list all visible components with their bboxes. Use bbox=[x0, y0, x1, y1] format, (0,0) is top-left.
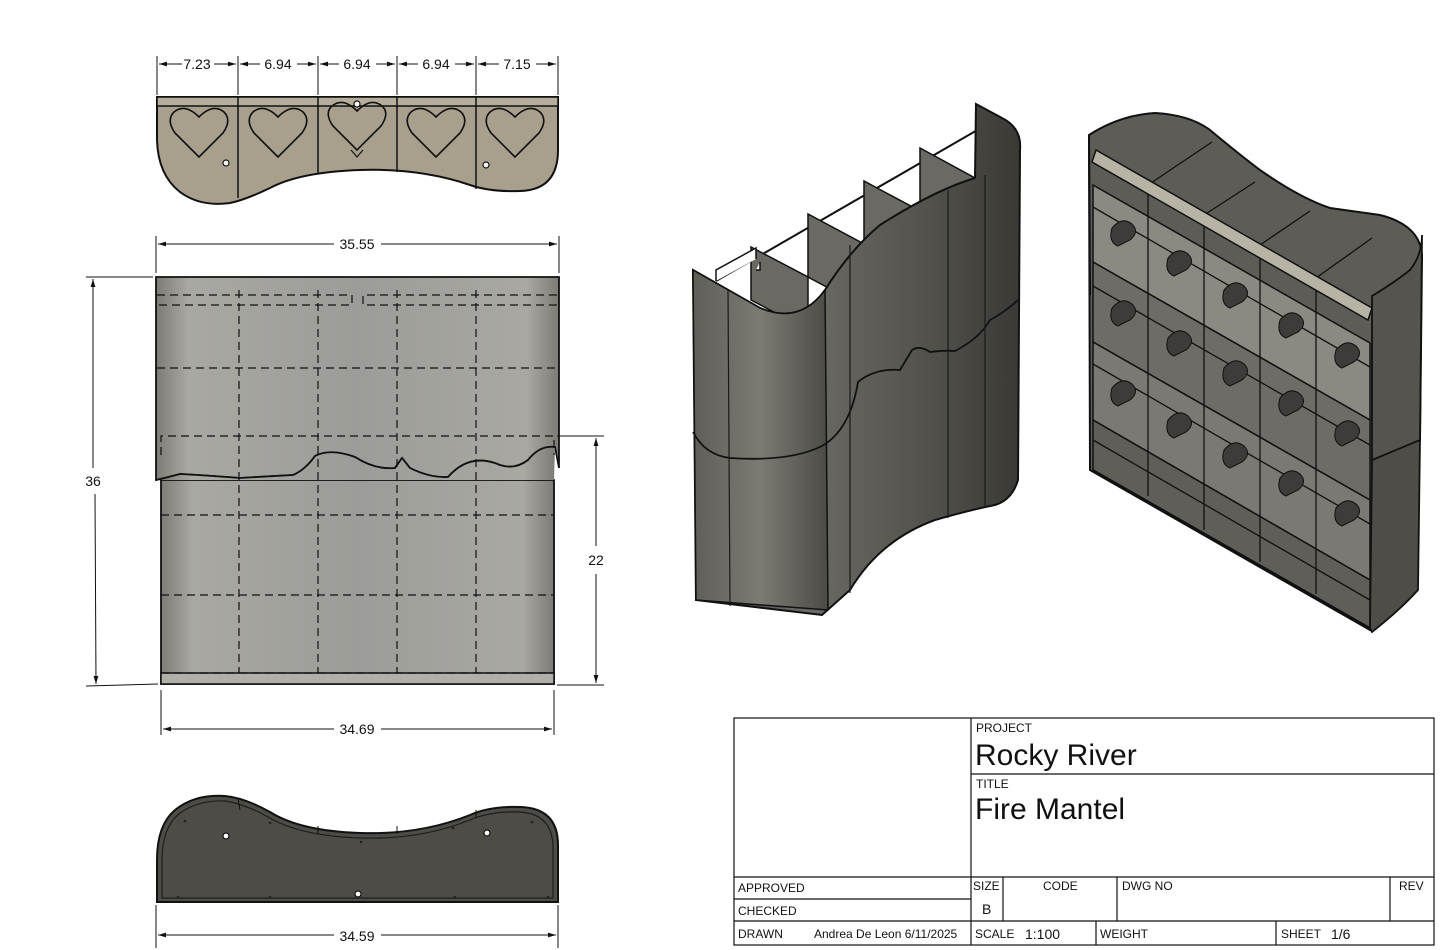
heart-icon bbox=[1222, 360, 1248, 387]
dwg-no-label: DWG NO bbox=[1122, 879, 1173, 893]
title-block bbox=[733, 717, 1435, 946]
bottom-view-body bbox=[156, 794, 559, 903]
heart-icon bbox=[248, 107, 308, 159]
top-view: 7.23 6.94 6.94 6.94 7.15 bbox=[156, 56, 559, 205]
front-upper-panel bbox=[155, 276, 560, 482]
heart-icon bbox=[1334, 420, 1360, 447]
dim-label: 35.55 bbox=[339, 236, 374, 252]
drawn-by: Andrea De Leon 6/11/2025 bbox=[814, 927, 958, 941]
drawing-title: Fire Mantel bbox=[975, 793, 1125, 826]
dim-label: 6.94 bbox=[343, 56, 370, 72]
dim-label: 7.15 bbox=[503, 56, 530, 72]
heart-icon bbox=[1334, 342, 1360, 369]
heart-icon bbox=[485, 107, 545, 159]
heart-icon bbox=[1278, 312, 1304, 339]
front-view: 35.55 36 bbox=[85, 236, 604, 737]
top-view-dividers bbox=[237, 97, 477, 198]
heart-icon bbox=[1278, 390, 1304, 417]
heart-icon bbox=[1166, 330, 1192, 357]
iso-view-back bbox=[691, 102, 1022, 617]
front-drip-edge bbox=[155, 445, 556, 481]
dim-label: 36 bbox=[85, 473, 101, 489]
sheet-label: SHEET bbox=[1281, 927, 1322, 941]
dim-label: 6.94 bbox=[264, 56, 291, 72]
rev-label: REV bbox=[1399, 879, 1424, 893]
title-label: TITLE bbox=[976, 777, 1009, 791]
scale-label: SCALE bbox=[975, 927, 1014, 941]
dim-label: 34.59 bbox=[339, 928, 374, 944]
hidden-lines bbox=[157, 290, 557, 674]
heart-icon bbox=[406, 107, 466, 159]
heart-icon bbox=[1110, 220, 1136, 247]
approved-label: APPROVED bbox=[738, 881, 805, 895]
dim-label: 34.69 bbox=[339, 721, 374, 737]
heart-icon bbox=[1166, 250, 1192, 277]
iso-view-front bbox=[1087, 111, 1424, 634]
top-dim-lines bbox=[156, 56, 559, 95]
scale-value: 1:100 bbox=[1025, 926, 1060, 942]
dim-label: 6.94 bbox=[422, 56, 449, 72]
dim-label: 7.23 bbox=[183, 56, 210, 72]
size-label: SIZE bbox=[973, 879, 1000, 893]
front-lower-panel bbox=[160, 479, 555, 685]
dim-label: 22 bbox=[588, 552, 604, 568]
heart-icon bbox=[1222, 442, 1248, 469]
heart-icon-group bbox=[169, 101, 545, 159]
iso-drip-edge bbox=[692, 299, 1019, 460]
heart-icon-group bbox=[1110, 220, 1360, 527]
heart-icon bbox=[1166, 412, 1192, 439]
bottom-view: 34.59 bbox=[155, 794, 559, 948]
drawn-label: DRAWN bbox=[738, 927, 783, 941]
project-name: Rocky River bbox=[975, 739, 1137, 772]
heart-icon bbox=[327, 101, 387, 152]
checked-label: CHECKED bbox=[738, 904, 797, 918]
heart-icon bbox=[1278, 470, 1304, 497]
heart-icon bbox=[1334, 500, 1360, 527]
project-label: PROJECT bbox=[976, 721, 1033, 735]
heart-icon bbox=[1110, 300, 1136, 327]
code-label: CODE bbox=[1043, 879, 1078, 893]
weight-label: WEIGHT bbox=[1100, 927, 1149, 941]
heart-icon bbox=[169, 107, 229, 159]
size-value: B bbox=[982, 901, 991, 917]
heart-icon bbox=[1110, 380, 1136, 407]
heart-icon bbox=[1222, 282, 1248, 309]
sheet-value: 1/6 bbox=[1331, 926, 1351, 942]
